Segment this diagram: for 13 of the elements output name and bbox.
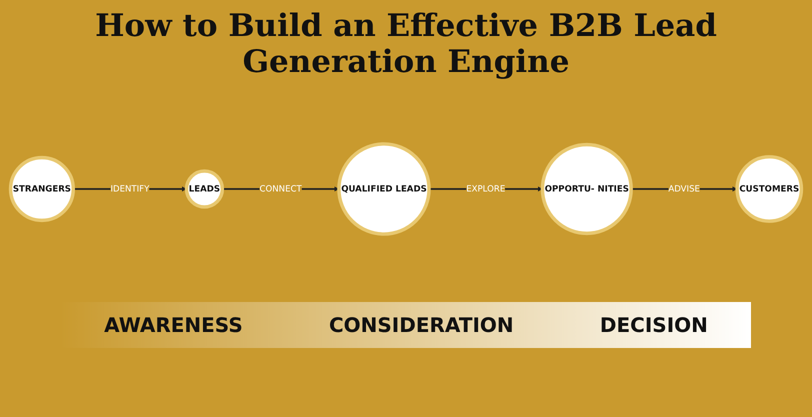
node-circle: LEADS xyxy=(184,169,224,209)
node-circle: OPPORTU- NITIES xyxy=(540,142,633,236)
node-circle: QUALIFIED LEADS xyxy=(337,142,431,236)
node-circle: STRANGERS xyxy=(8,156,75,222)
edge-label: CONNECT xyxy=(260,184,302,194)
title: How to Build an Effective B2B Lead Generation Engine xyxy=(94,8,718,80)
edge-label: IDENTIFY xyxy=(110,184,150,194)
edge-label: EXPLORE xyxy=(466,184,506,194)
edge-label: ADVISE xyxy=(668,184,700,194)
stage-label: AWARENESS xyxy=(104,313,243,337)
stage-label: CONSIDERATION xyxy=(328,313,514,337)
stage-label: DECISION xyxy=(600,313,708,337)
node-circle: CUSTOMERS xyxy=(735,155,804,223)
